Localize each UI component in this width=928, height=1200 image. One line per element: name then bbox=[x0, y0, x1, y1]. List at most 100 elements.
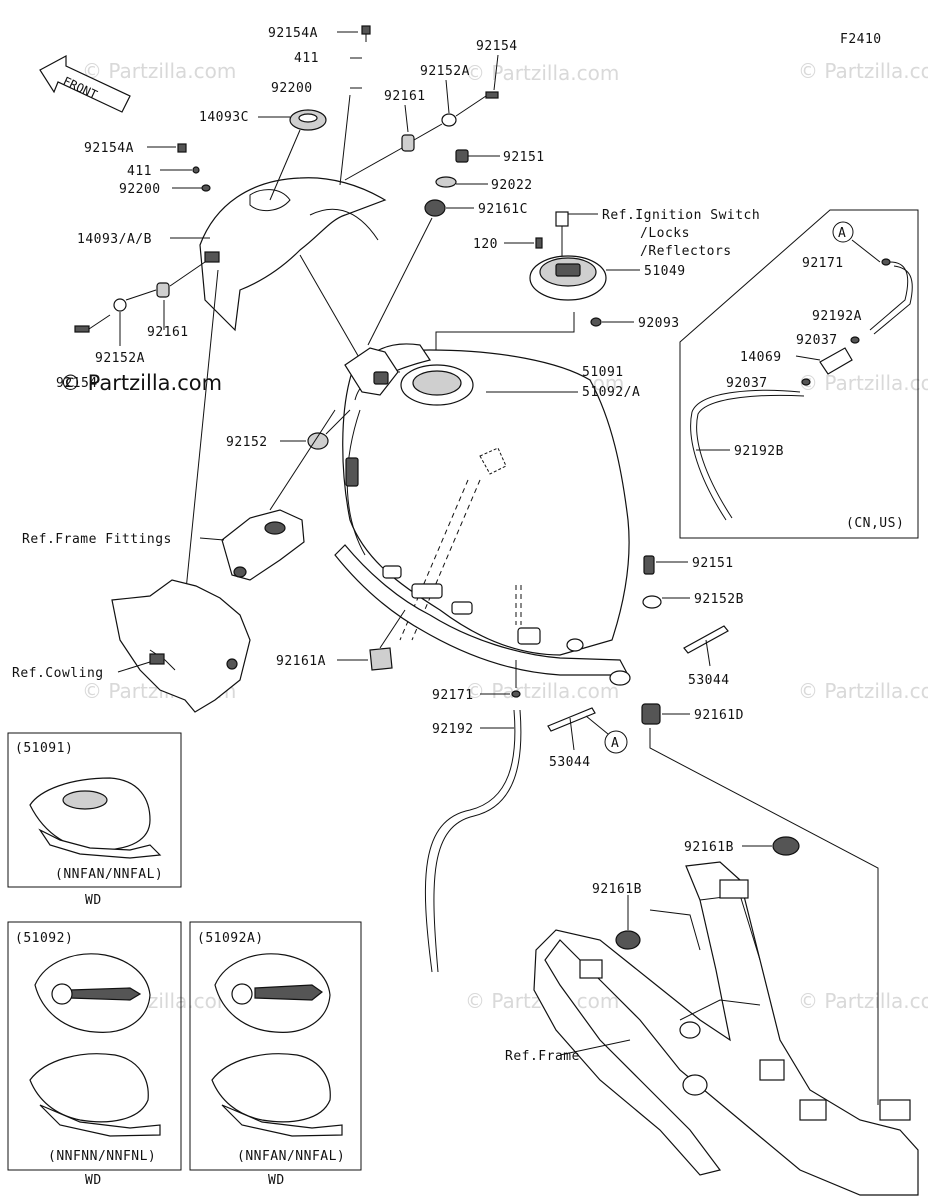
washer-411-left bbox=[192, 166, 200, 174]
collar-92152 bbox=[307, 432, 329, 450]
figure-code: F2410 bbox=[840, 32, 882, 47]
label-411-left: 411 bbox=[127, 164, 152, 179]
variant-part-51092A: (51092A) bbox=[197, 931, 264, 946]
variant-box-51092: (51092) (NNFNN/NNFNL) WD bbox=[7, 921, 182, 1188]
label-120: 120 bbox=[473, 237, 498, 252]
label-92152: 92152 bbox=[226, 435, 268, 450]
inset-region: (CN,US) bbox=[846, 516, 904, 531]
damper-92161B-left bbox=[615, 930, 641, 950]
watermark: © Partzilla.com bbox=[82, 59, 236, 83]
bolt-92154A-top bbox=[361, 25, 371, 35]
label-92161D: 92161D bbox=[694, 708, 744, 723]
variant-color-51092: WD bbox=[85, 1173, 102, 1188]
bolt-92154-left bbox=[74, 325, 90, 333]
label-92152A-top: 92152A bbox=[420, 64, 470, 79]
collar-92200-left bbox=[201, 184, 211, 192]
label-92161-left: 92161 bbox=[147, 325, 189, 340]
label-ref-ignition: Ref.Ignition Switch bbox=[602, 208, 760, 223]
label-92093: 92093 bbox=[638, 316, 680, 331]
connector-a-marker bbox=[604, 730, 628, 754]
label-14093C: 14093C bbox=[199, 110, 249, 125]
cowling-ref bbox=[111, 579, 251, 713]
grommet-92161C bbox=[424, 199, 446, 217]
bolt-120 bbox=[535, 237, 543, 249]
watermark: © Partzilla.com bbox=[465, 679, 619, 703]
label-92200-left: 92200 bbox=[119, 182, 161, 197]
tank-cover-14093 bbox=[199, 177, 387, 332]
fuel-cap-group bbox=[367, 149, 640, 350]
variant-box-51092A: (51092A) (NNFAN/NNFAL) WD bbox=[189, 921, 362, 1188]
watermark: © Partzilla.com bbox=[798, 679, 928, 703]
label-92154A-top: 92154A bbox=[268, 26, 318, 41]
label-92161-top: 92161 bbox=[384, 89, 426, 104]
grommet-92161-left bbox=[156, 282, 170, 298]
tank-cover-group bbox=[74, 25, 499, 591]
label-reflectors: /Reflectors bbox=[640, 244, 732, 259]
collar-92152A-left bbox=[113, 298, 127, 312]
cover-tab bbox=[204, 251, 220, 263]
label-92200-top: 92200 bbox=[271, 81, 313, 96]
washer-92022 bbox=[435, 176, 457, 188]
variant-models-51092: (NNFNN/NNFNL) bbox=[48, 1149, 156, 1164]
label-411-top: 411 bbox=[294, 51, 319, 66]
inset-a-label: A bbox=[838, 226, 846, 241]
label-92154: 92154 bbox=[476, 39, 518, 54]
label-92161B-left: 92161B bbox=[592, 882, 642, 897]
collar-92152A-top bbox=[441, 113, 457, 127]
bolt-92154A-left bbox=[177, 143, 187, 153]
variant-part-51091: (51091) bbox=[15, 741, 73, 756]
label-92151-right: 92151 bbox=[692, 556, 734, 571]
watermark: © Partzilla.com bbox=[465, 61, 619, 85]
fuel-tank-51091 bbox=[334, 343, 631, 686]
inset-label-14069: 14069 bbox=[740, 350, 782, 365]
label-92152B: 92152B bbox=[694, 592, 744, 607]
label-51092A: 51092/A bbox=[582, 385, 640, 400]
label-92151-top: 92151 bbox=[503, 150, 545, 165]
damper-92161D bbox=[641, 703, 661, 725]
inset-label-92192A: 92192A bbox=[812, 309, 862, 324]
label-92152A-left: 92152A bbox=[95, 351, 145, 366]
fuel-filter-14069 bbox=[819, 347, 853, 375]
label-ref-frame: Ref.Frame bbox=[505, 1049, 580, 1064]
variant-box-51091: (51091) (NNFAN/NNFAL) WD bbox=[7, 732, 182, 908]
tube-53044-right bbox=[683, 625, 729, 654]
label-92161B-right: 92161B bbox=[684, 840, 734, 855]
watermark: © Partzilla.com bbox=[798, 59, 928, 83]
label-92154-left: 92154 bbox=[56, 376, 98, 391]
frame-fittings-ref bbox=[199, 409, 336, 581]
bolt-92154 bbox=[485, 91, 499, 99]
label-92154A-left: 92154A bbox=[84, 141, 134, 156]
damper-92161B-right bbox=[772, 836, 800, 856]
variant-part-51092: (51092) bbox=[15, 931, 73, 946]
tube-53044-bottom bbox=[547, 707, 596, 732]
label-92022: 92022 bbox=[491, 178, 533, 193]
label-51091: 51091 bbox=[582, 365, 624, 380]
label-locks: /Locks bbox=[640, 226, 690, 241]
grommet-92161-top bbox=[401, 134, 415, 152]
inset-label-92192B: 92192B bbox=[734, 444, 784, 459]
bolt-92151-top bbox=[455, 149, 469, 163]
label-a-main: A bbox=[611, 736, 619, 751]
inset-label-92037-b: 92037 bbox=[726, 376, 768, 391]
variant-color-51091: WD bbox=[85, 893, 102, 908]
ignition-key-ref bbox=[555, 211, 569, 227]
variant-models-51092A: (NNFAN/NNFAL) bbox=[237, 1149, 345, 1164]
variant-color-51092A: WD bbox=[268, 1173, 285, 1188]
label-ref-frame-fittings: Ref.Frame Fittings bbox=[22, 532, 172, 547]
hose-92192 bbox=[424, 709, 516, 973]
watermark: © Partzilla.com bbox=[798, 989, 928, 1013]
label-ref-cowling: Ref.Cowling bbox=[12, 666, 104, 681]
inset-label-92171: 92171 bbox=[802, 256, 844, 271]
label-92161A: 92161A bbox=[276, 654, 326, 669]
bolt-92151-right bbox=[643, 555, 655, 575]
variant-models-51091: (NNFAN/NNFAL) bbox=[55, 867, 163, 882]
label-53044-right: 53044 bbox=[688, 673, 730, 688]
watermark-dark: © Partzilla.com bbox=[60, 371, 222, 395]
evap-inset-cn-us: A 92171 92192A 92037 14069 92037 92192B … bbox=[679, 209, 919, 539]
frame-ref bbox=[533, 861, 919, 1196]
clip-92171 bbox=[511, 690, 521, 698]
label-53044-bottom: 53044 bbox=[549, 755, 591, 770]
label-51049: 51049 bbox=[644, 264, 686, 279]
collar-92152B bbox=[642, 595, 662, 609]
